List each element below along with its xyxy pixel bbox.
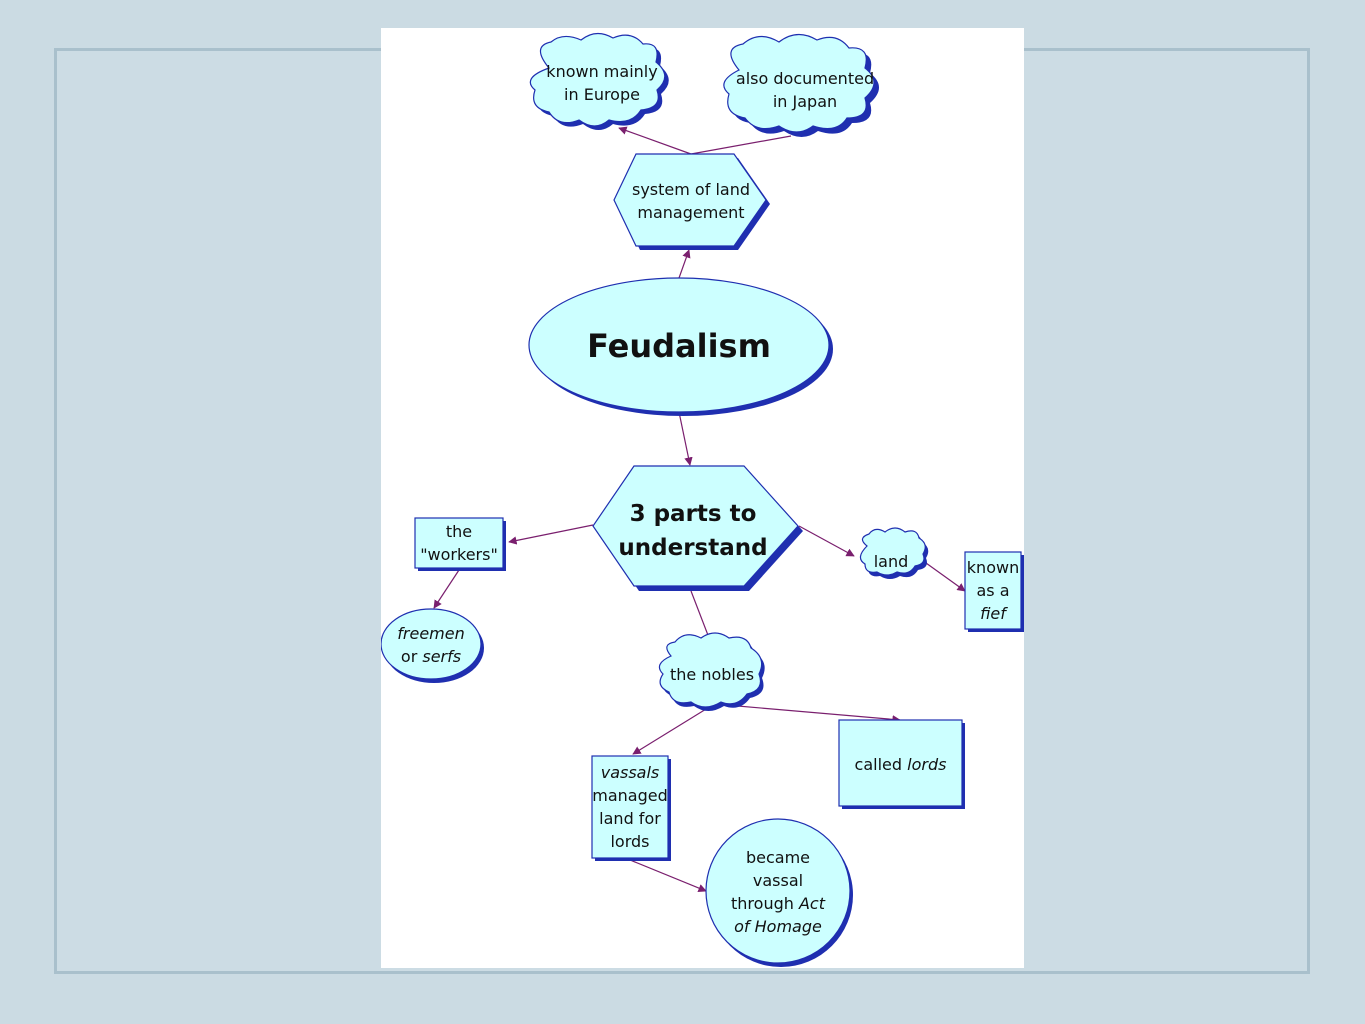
node-vassals-label: vassals managed land for lords bbox=[592, 763, 668, 851]
node-system-label: system of land management bbox=[632, 180, 750, 222]
node-lords-label: called lords bbox=[854, 754, 947, 774]
node-land-label: land bbox=[873, 551, 909, 571]
node-fief-label: known as a fief bbox=[966, 558, 1020, 623]
cloud-europe bbox=[529, 32, 669, 130]
cloud-japan bbox=[723, 33, 879, 137]
ellipse-freemen bbox=[381, 608, 484, 683]
node-feudalism-label: Feudalism bbox=[587, 327, 771, 365]
node-japan-label: also documented in Japan bbox=[735, 69, 875, 111]
connector-parts-land bbox=[798, 525, 855, 557]
connector-feudalism-parts bbox=[678, 411, 693, 466]
concept-map-canvas bbox=[381, 32, 1024, 967]
connector-workers-freemen bbox=[433, 569, 460, 609]
connector-nobles-vassals bbox=[632, 705, 712, 755]
concept-map-page: known mainly in Europe also documented i… bbox=[381, 28, 1024, 968]
node-nobles-label: the nobles bbox=[669, 664, 755, 684]
cloud-nobles bbox=[658, 632, 765, 711]
box-fief bbox=[964, 551, 1024, 632]
connector-land-fief bbox=[925, 562, 966, 592]
connector-nobles-lords bbox=[725, 704, 901, 724]
box-vassals bbox=[591, 755, 671, 861]
connector-system-japan bbox=[690, 135, 792, 155]
node-three-parts-label: 3 parts to understand bbox=[618, 501, 768, 561]
ellipse-feudalism bbox=[528, 277, 833, 416]
node-europe-label: known mainly in Europe bbox=[546, 62, 658, 104]
node-homage-label: became vassal through Act of Homage bbox=[731, 848, 825, 936]
node-workers-label: the "workers" bbox=[420, 522, 498, 564]
hexagon-system bbox=[613, 153, 770, 250]
cloud-land bbox=[859, 527, 929, 579]
box-workers bbox=[414, 517, 506, 571]
connector-feudalism-system bbox=[678, 249, 691, 279]
box-lords bbox=[838, 719, 965, 809]
connector-vassals-homage bbox=[629, 859, 707, 893]
connector-system-europe bbox=[618, 126, 692, 155]
hexagon-three-parts bbox=[592, 465, 803, 591]
circle-homage bbox=[705, 818, 853, 967]
connector-parts-workers bbox=[508, 524, 594, 545]
